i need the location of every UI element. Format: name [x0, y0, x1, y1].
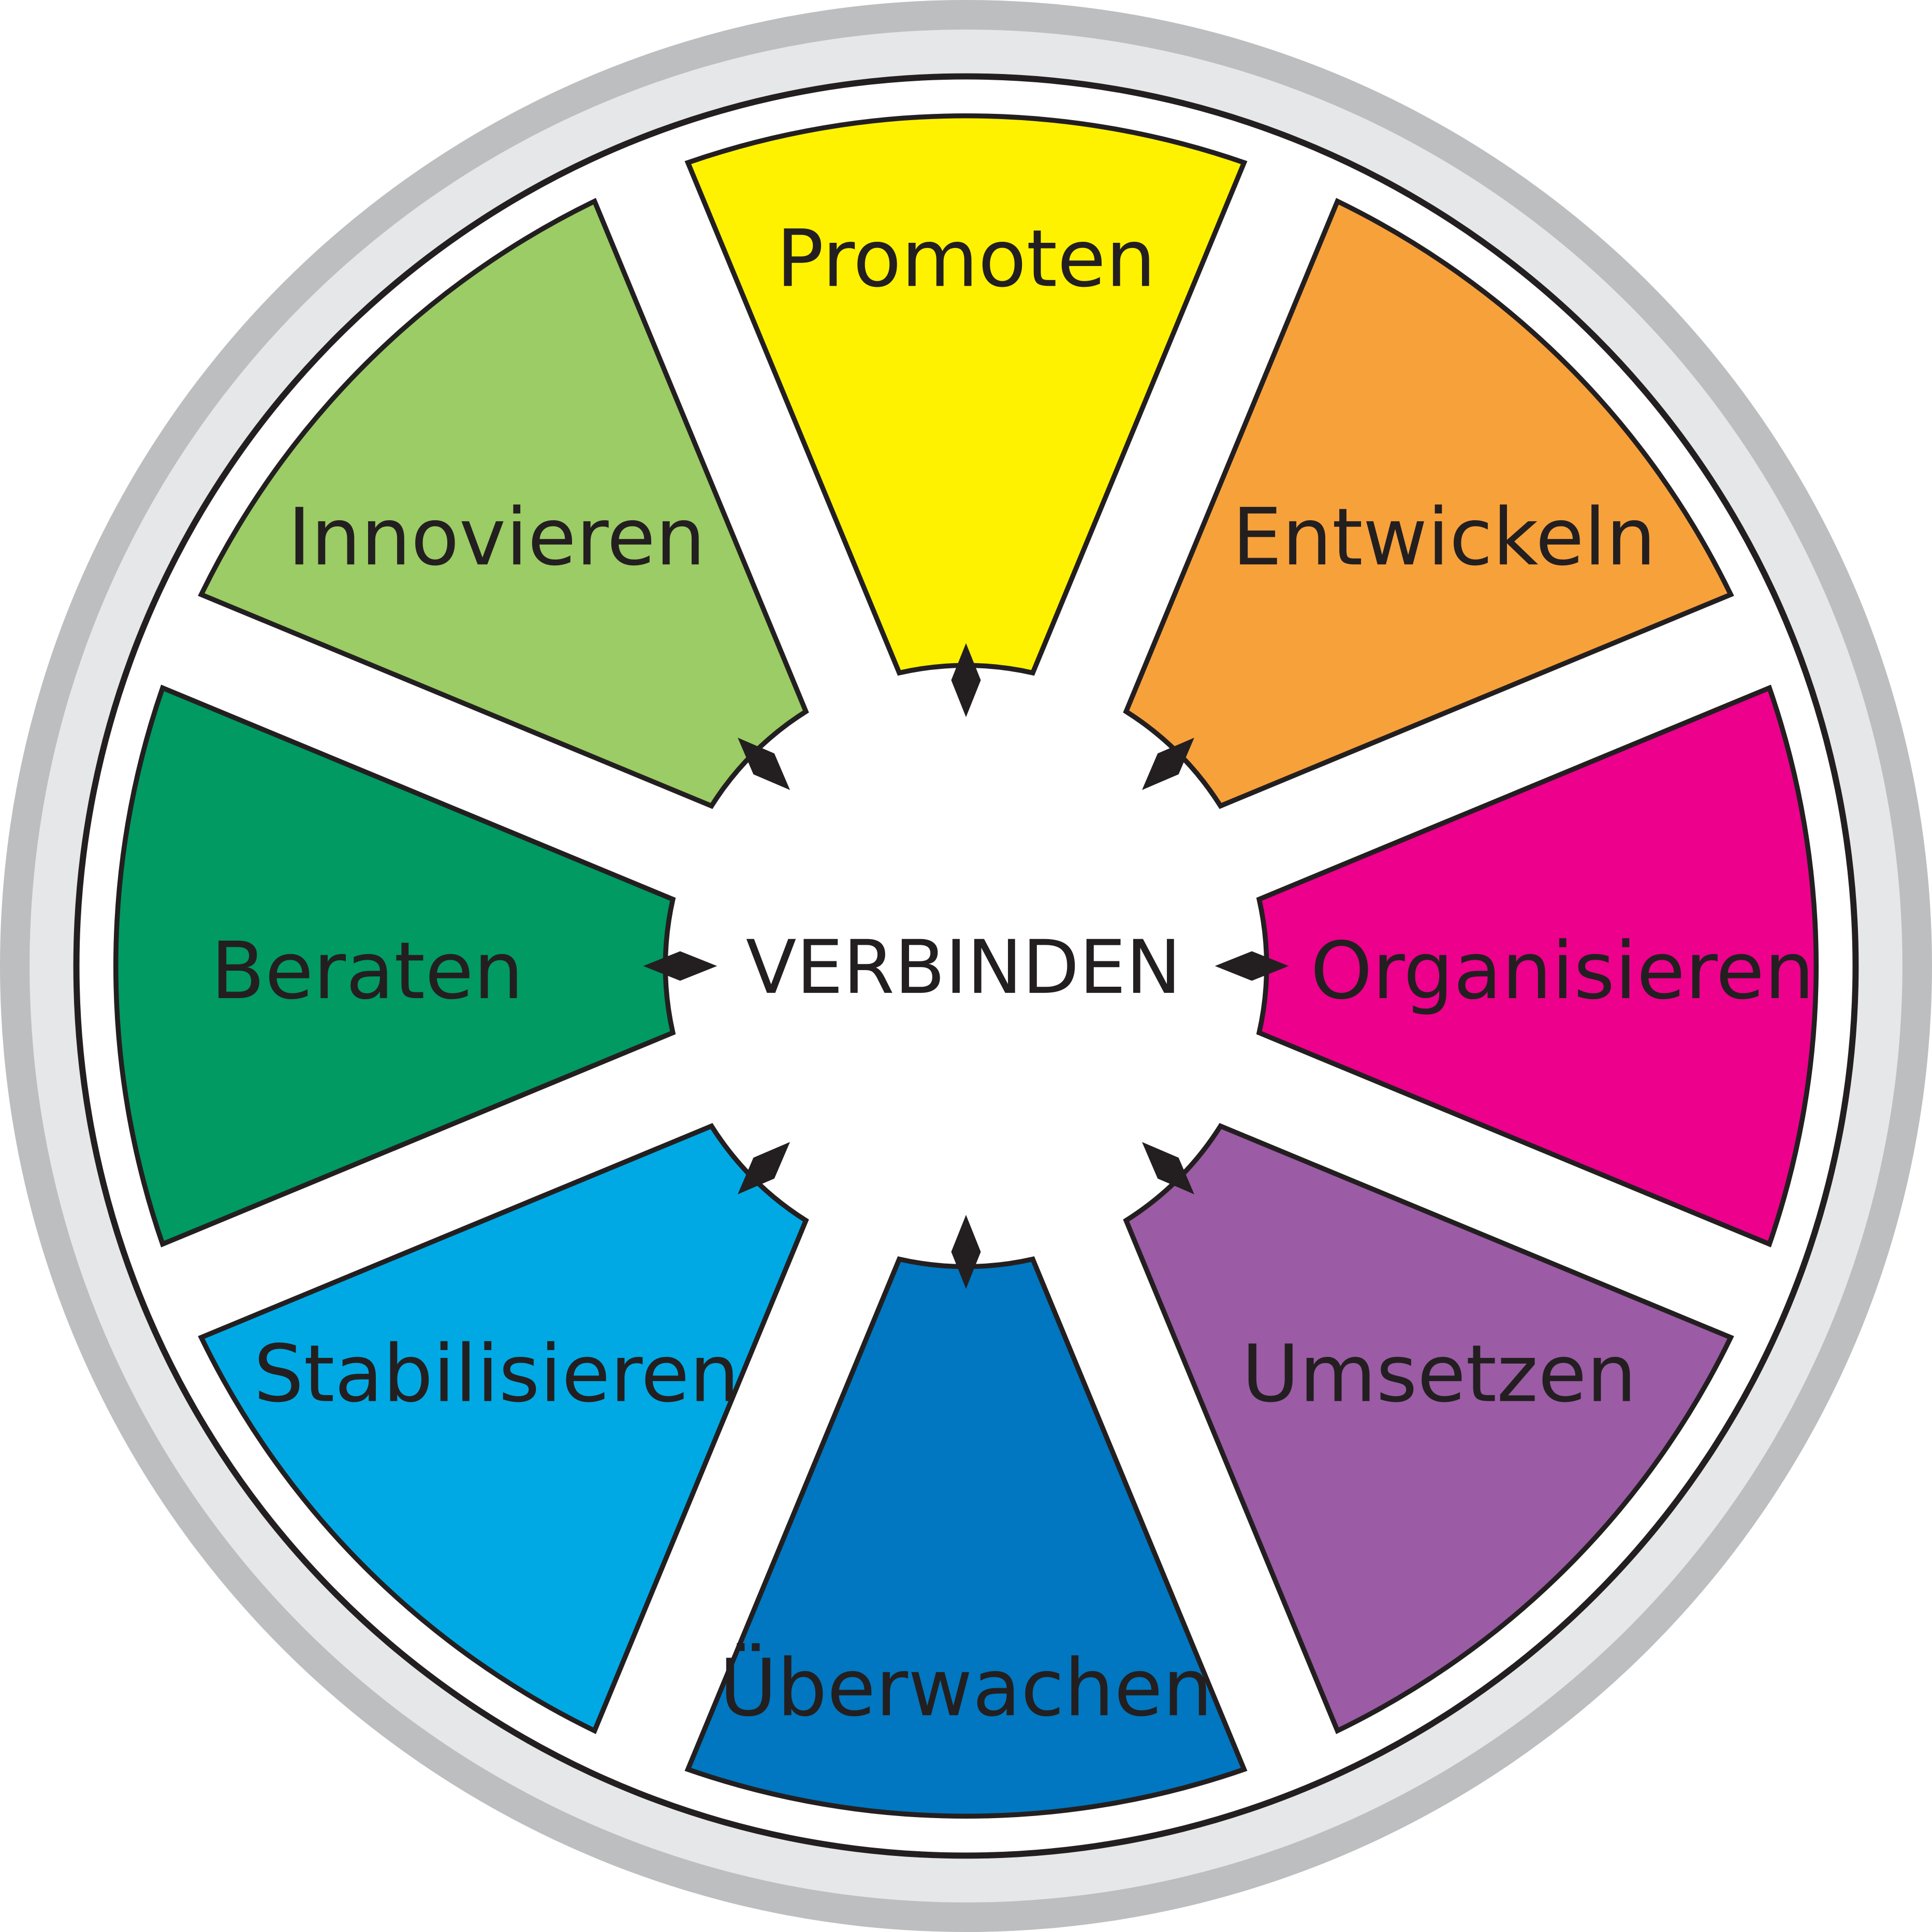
connector-diamond-icon — [738, 1141, 791, 1194]
segment-label-beraten: Beraten — [211, 925, 523, 1017]
connector-diamond-icon — [951, 643, 981, 718]
segment-label-promoten: Promoten — [776, 213, 1155, 304]
connector-diamond-icon — [951, 1214, 981, 1289]
segment-label-ueberwachen: Überwachen — [720, 1642, 1213, 1734]
center-label: VERBINDEN — [746, 924, 1181, 1011]
segment-label-entwickeln: Entwickeln — [1232, 491, 1656, 583]
connectors — [643, 643, 1289, 1289]
segment-label-organisieren: Organisieren — [1310, 925, 1814, 1017]
connector-diamond-icon — [1141, 1141, 1194, 1194]
connector-diamond-icon — [738, 738, 791, 791]
segment-label-stabilisieren: Stabilisieren — [254, 1328, 739, 1419]
segment-label-umsetzen: Umsetzen — [1242, 1328, 1637, 1419]
connector-diamond-icon — [1141, 738, 1194, 791]
connector-diamond-icon — [1214, 951, 1289, 981]
segment-label-innovieren: Innovieren — [288, 491, 706, 583]
connector-diamond-icon — [643, 951, 718, 981]
